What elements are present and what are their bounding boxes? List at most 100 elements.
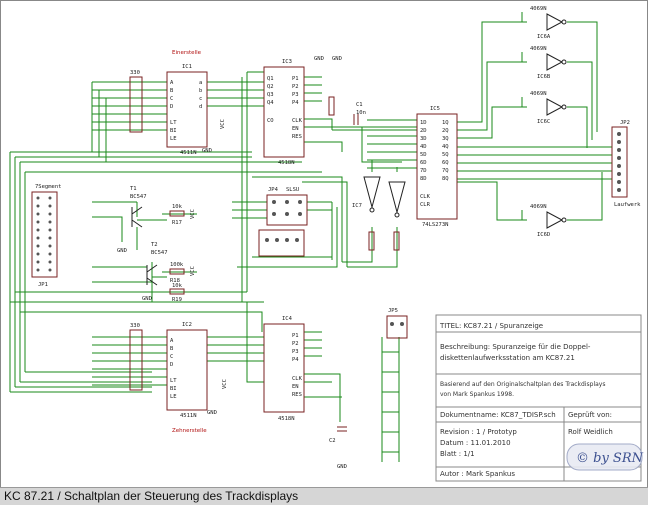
svg-text:CLR: CLR <box>420 202 431 208</box>
svg-text:P1: P1 <box>292 76 299 82</box>
r-array-bottom-value: 330 <box>130 323 140 329</box>
svg-text:4Q: 4Q <box>442 144 449 150</box>
svg-text:C: C <box>170 354 173 360</box>
svg-text:Q2: Q2 <box>267 84 274 90</box>
connector-pins <box>36 132 621 326</box>
slsu-label: SLSU <box>286 187 299 193</box>
ic2-label: IC2 <box>182 322 192 328</box>
transistors <box>131 206 158 286</box>
ic3-label: IC3 <box>282 59 292 65</box>
ic6c-label: IC6C <box>537 119 550 125</box>
svg-text:P4: P4 <box>292 357 299 363</box>
svg-text:LT: LT <box>170 378 177 384</box>
tb-revision: Revision : 1 / Prototyp <box>440 428 517 436</box>
ic6c-type: 4069N <box>530 91 547 97</box>
jp5-body <box>386 315 408 339</box>
c1-value: 10n <box>356 110 366 116</box>
gnd-ic2: GND <box>207 410 217 416</box>
svg-text:a: a <box>199 80 202 86</box>
tb-basierend-1: Basierend auf den Originalschaltplan des… <box>440 381 605 388</box>
ic2-body <box>166 329 208 411</box>
svg-text:P4: P4 <box>292 100 299 106</box>
jp5-label: JP5 <box>388 308 398 314</box>
gnd-ic3: GND <box>314 56 324 62</box>
svg-text:LT: LT <box>170 120 177 126</box>
svg-text:C: C <box>170 96 173 102</box>
svg-text:P1: P1 <box>292 333 299 339</box>
svg-text:Q4: Q4 <box>267 100 274 106</box>
svg-text:8Q: 8Q <box>442 176 449 182</box>
svg-text:b: b <box>199 88 202 94</box>
ic6b-type: 4069N <box>530 46 547 52</box>
r18-label: R18 <box>170 278 180 284</box>
r-array-top <box>129 76 143 133</box>
svg-text:5Q: 5Q <box>442 152 449 158</box>
svg-text:7D: 7D <box>420 168 427 174</box>
gnd-ic1: GND <box>202 148 212 154</box>
vcc-r18: VCC <box>190 266 196 276</box>
svg-text:CO: CO <box>267 118 274 124</box>
jp4-body <box>266 194 308 226</box>
svg-text:BI: BI <box>170 128 177 134</box>
gnd-t1: GND <box>117 248 127 254</box>
t1-type: BC547 <box>130 194 147 200</box>
tb-pruefer: Rolf Weidlich <box>568 428 613 436</box>
ic5-body <box>416 113 458 220</box>
slsu-body <box>258 229 305 257</box>
ic4-type: 4518N <box>278 416 295 422</box>
svg-text:1D: 1D <box>420 120 427 126</box>
svg-text:D: D <box>170 362 173 368</box>
ic1-body <box>166 71 208 148</box>
svg-text:7Q: 7Q <box>442 168 449 174</box>
ic7-label: IC7 <box>352 203 362 209</box>
tb-beschreibung-1: Beschreibung: Spuranzeige für die Doppel… <box>440 343 591 351</box>
caption-text: KC 87.21 / Schaltplan der Steuerung des … <box>4 489 299 503</box>
svg-text:RES: RES <box>292 134 302 140</box>
watermark: © by SRN <box>566 443 644 471</box>
ic3-body <box>263 66 305 158</box>
vcc-r17: VCC <box>190 209 196 219</box>
caption-bar: KC 87.21 / Schaltplan der Steuerung des … <box>0 487 648 505</box>
r18-value: 100k <box>170 262 184 268</box>
ic6a-label: IC6A <box>537 34 551 40</box>
watermark-text: © by SRN <box>576 451 644 466</box>
jp1-seg-label: 7Segment <box>35 184 62 190</box>
svg-text:6D: 6D <box>420 160 427 166</box>
ic1-title: Einerstelle <box>172 50 202 56</box>
r17-label: R17 <box>172 220 182 226</box>
svg-text:B: B <box>170 346 174 352</box>
svg-text:1Q: 1Q <box>442 120 449 126</box>
ic1-type: 4511N <box>180 150 197 156</box>
svg-text:A: A <box>170 80 174 86</box>
svg-text:P3: P3 <box>292 92 299 98</box>
c2-label: C2 <box>329 438 336 444</box>
t2-label: T2 <box>151 242 158 248</box>
svg-text:2D: 2D <box>420 128 427 134</box>
svg-text:3Q: 3Q <box>442 136 449 142</box>
r19-value: 10k <box>172 283 183 289</box>
svg-text:5D: 5D <box>420 152 427 158</box>
svg-text:CLK: CLK <box>420 194 431 200</box>
gnd-c2: GND <box>337 464 347 470</box>
r-array-bottom <box>129 329 143 391</box>
t2-type: BC547 <box>151 250 168 256</box>
tb-dokument: Dokumentname: KC87_TDISP.sch <box>440 411 556 419</box>
ic3-type: 4518N <box>278 160 295 166</box>
vcc-ic2: VCC <box>222 379 228 389</box>
ic1-label: IC1 <box>182 64 192 70</box>
ic6b-label: IC6B <box>537 74 551 80</box>
inverters <box>363 13 567 229</box>
jp4-label: JP4 <box>268 187 279 193</box>
svg-text:A: A <box>170 338 174 344</box>
tb-blatt: Blatt : 1/1 <box>440 450 475 458</box>
r-array-top-value: 330 <box>130 70 140 76</box>
t1-label: T1 <box>130 186 137 192</box>
ic2-type: 4511N <box>180 413 197 419</box>
ic5-type: 74LS273N <box>422 222 449 228</box>
tb-basierend-2: von Mark Spankus 1998. <box>440 391 514 398</box>
svg-text:B: B <box>170 88 174 94</box>
tb-autor: Autor : Mark Spankus <box>440 470 515 478</box>
r17-value: 10k <box>172 204 183 210</box>
